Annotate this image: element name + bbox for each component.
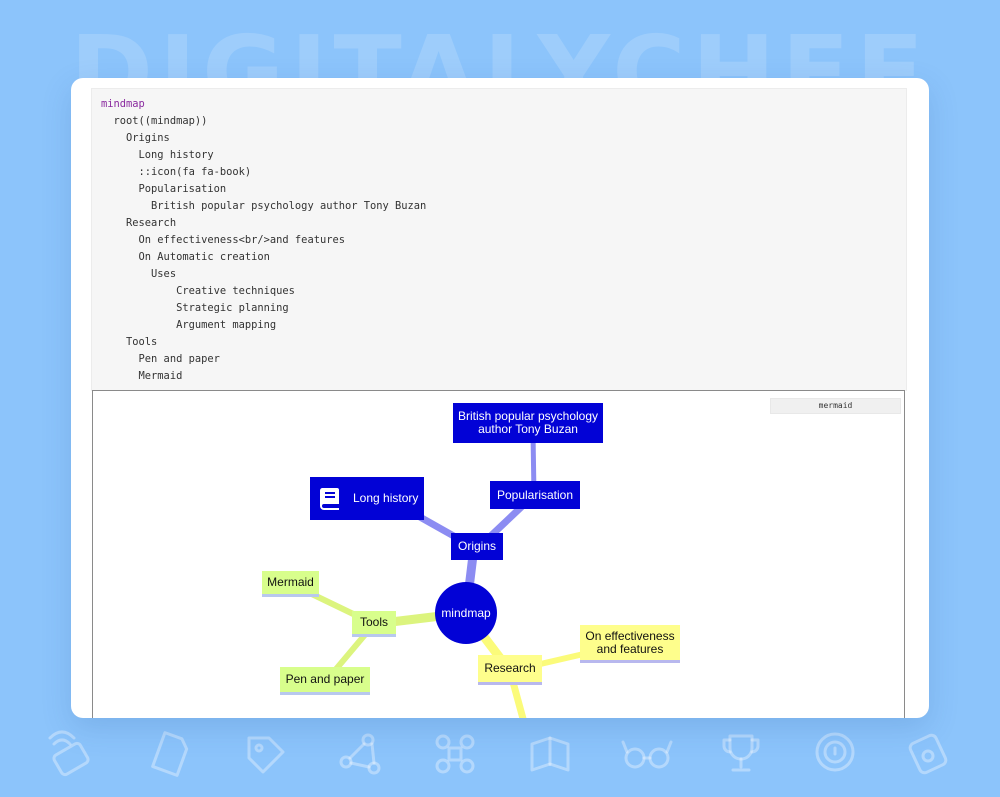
background-icon-row	[48, 730, 948, 777]
node-popularisation[interactable]: Popularisation	[490, 481, 580, 509]
code-line: Long history	[101, 149, 214, 161]
node-origins[interactable]: Origins	[451, 533, 503, 560]
code-line: On Automatic creation	[101, 251, 270, 263]
code-line: Strategic planning	[101, 302, 289, 314]
trophy-icon	[722, 734, 760, 772]
book-icon	[319, 488, 339, 510]
help-icon	[815, 732, 855, 772]
code-line: ::icon(fa fa-book)	[101, 166, 252, 178]
node-mermaid[interactable]: Mermaid	[262, 571, 319, 597]
content-card: mindmap root((mindmap)) Origins Long his…	[71, 78, 929, 718]
node-buzan-line2: author Tony Buzan	[478, 422, 578, 436]
code-line: Argument mapping	[101, 319, 277, 331]
node-effectiveness-line1: On effectiveness	[585, 628, 675, 643]
code-keyword: mindmap	[101, 98, 145, 110]
tag-icon	[247, 736, 285, 774]
code-line: Origins	[101, 132, 170, 144]
node-root[interactable]: mindmap	[435, 582, 497, 644]
node-tools-label: Tools	[359, 615, 388, 629]
code-line: Research	[101, 217, 177, 229]
code-line: British popular psychology author Tony B…	[101, 200, 427, 212]
node-root-label: mindmap	[441, 605, 491, 620]
code-line: root((mindmap))	[101, 115, 208, 127]
mindmap-diagram: mermaid British popular psychology autho…	[92, 390, 905, 718]
node-mermaid-label: Mermaid	[267, 575, 314, 589]
node-buzan-line1: British popular psychology	[457, 409, 599, 423]
code-line: Tools	[101, 336, 158, 348]
node-popularisation-label: Popularisation	[496, 487, 574, 502]
node-buzan[interactable]: British popular psychology author Tony B…	[453, 403, 603, 443]
sd-card-icon	[151, 731, 189, 777]
node-effectiveness[interactable]: On effectiveness and features	[580, 625, 680, 663]
nodes-icon	[339, 733, 381, 775]
glasses-icon	[621, 740, 673, 769]
code-line: Uses	[101, 268, 177, 280]
book-icon	[530, 736, 570, 772]
card-icon	[908, 733, 948, 775]
code-line: Mermaid	[101, 370, 183, 382]
node-long-history-label: Long history	[353, 491, 419, 505]
code-line: On effectiveness<br/>and features	[101, 234, 345, 246]
node-pen-and-paper[interactable]: Pen and paper	[280, 667, 370, 695]
node-research[interactable]: Research	[478, 655, 542, 685]
node-pen-and-paper-label: Pen and paper	[285, 672, 365, 686]
node-effectiveness-line2: and features	[596, 641, 664, 656]
network-icon	[435, 734, 475, 774]
node-tools[interactable]: Tools	[352, 611, 396, 637]
node-origins-label: Origins	[457, 539, 496, 553]
node-research-label: Research	[484, 661, 536, 675]
code-line: Popularisation	[101, 183, 227, 195]
code-line: Pen and paper	[101, 353, 220, 365]
language-badge[interactable]: mermaid	[770, 398, 901, 414]
code-block: mindmap root((mindmap)) Origins Long his…	[91, 88, 907, 391]
wifi-card-icon	[48, 730, 90, 777]
code-line: Creative techniques	[101, 285, 295, 297]
node-long-history[interactable]: Long history	[310, 477, 424, 520]
